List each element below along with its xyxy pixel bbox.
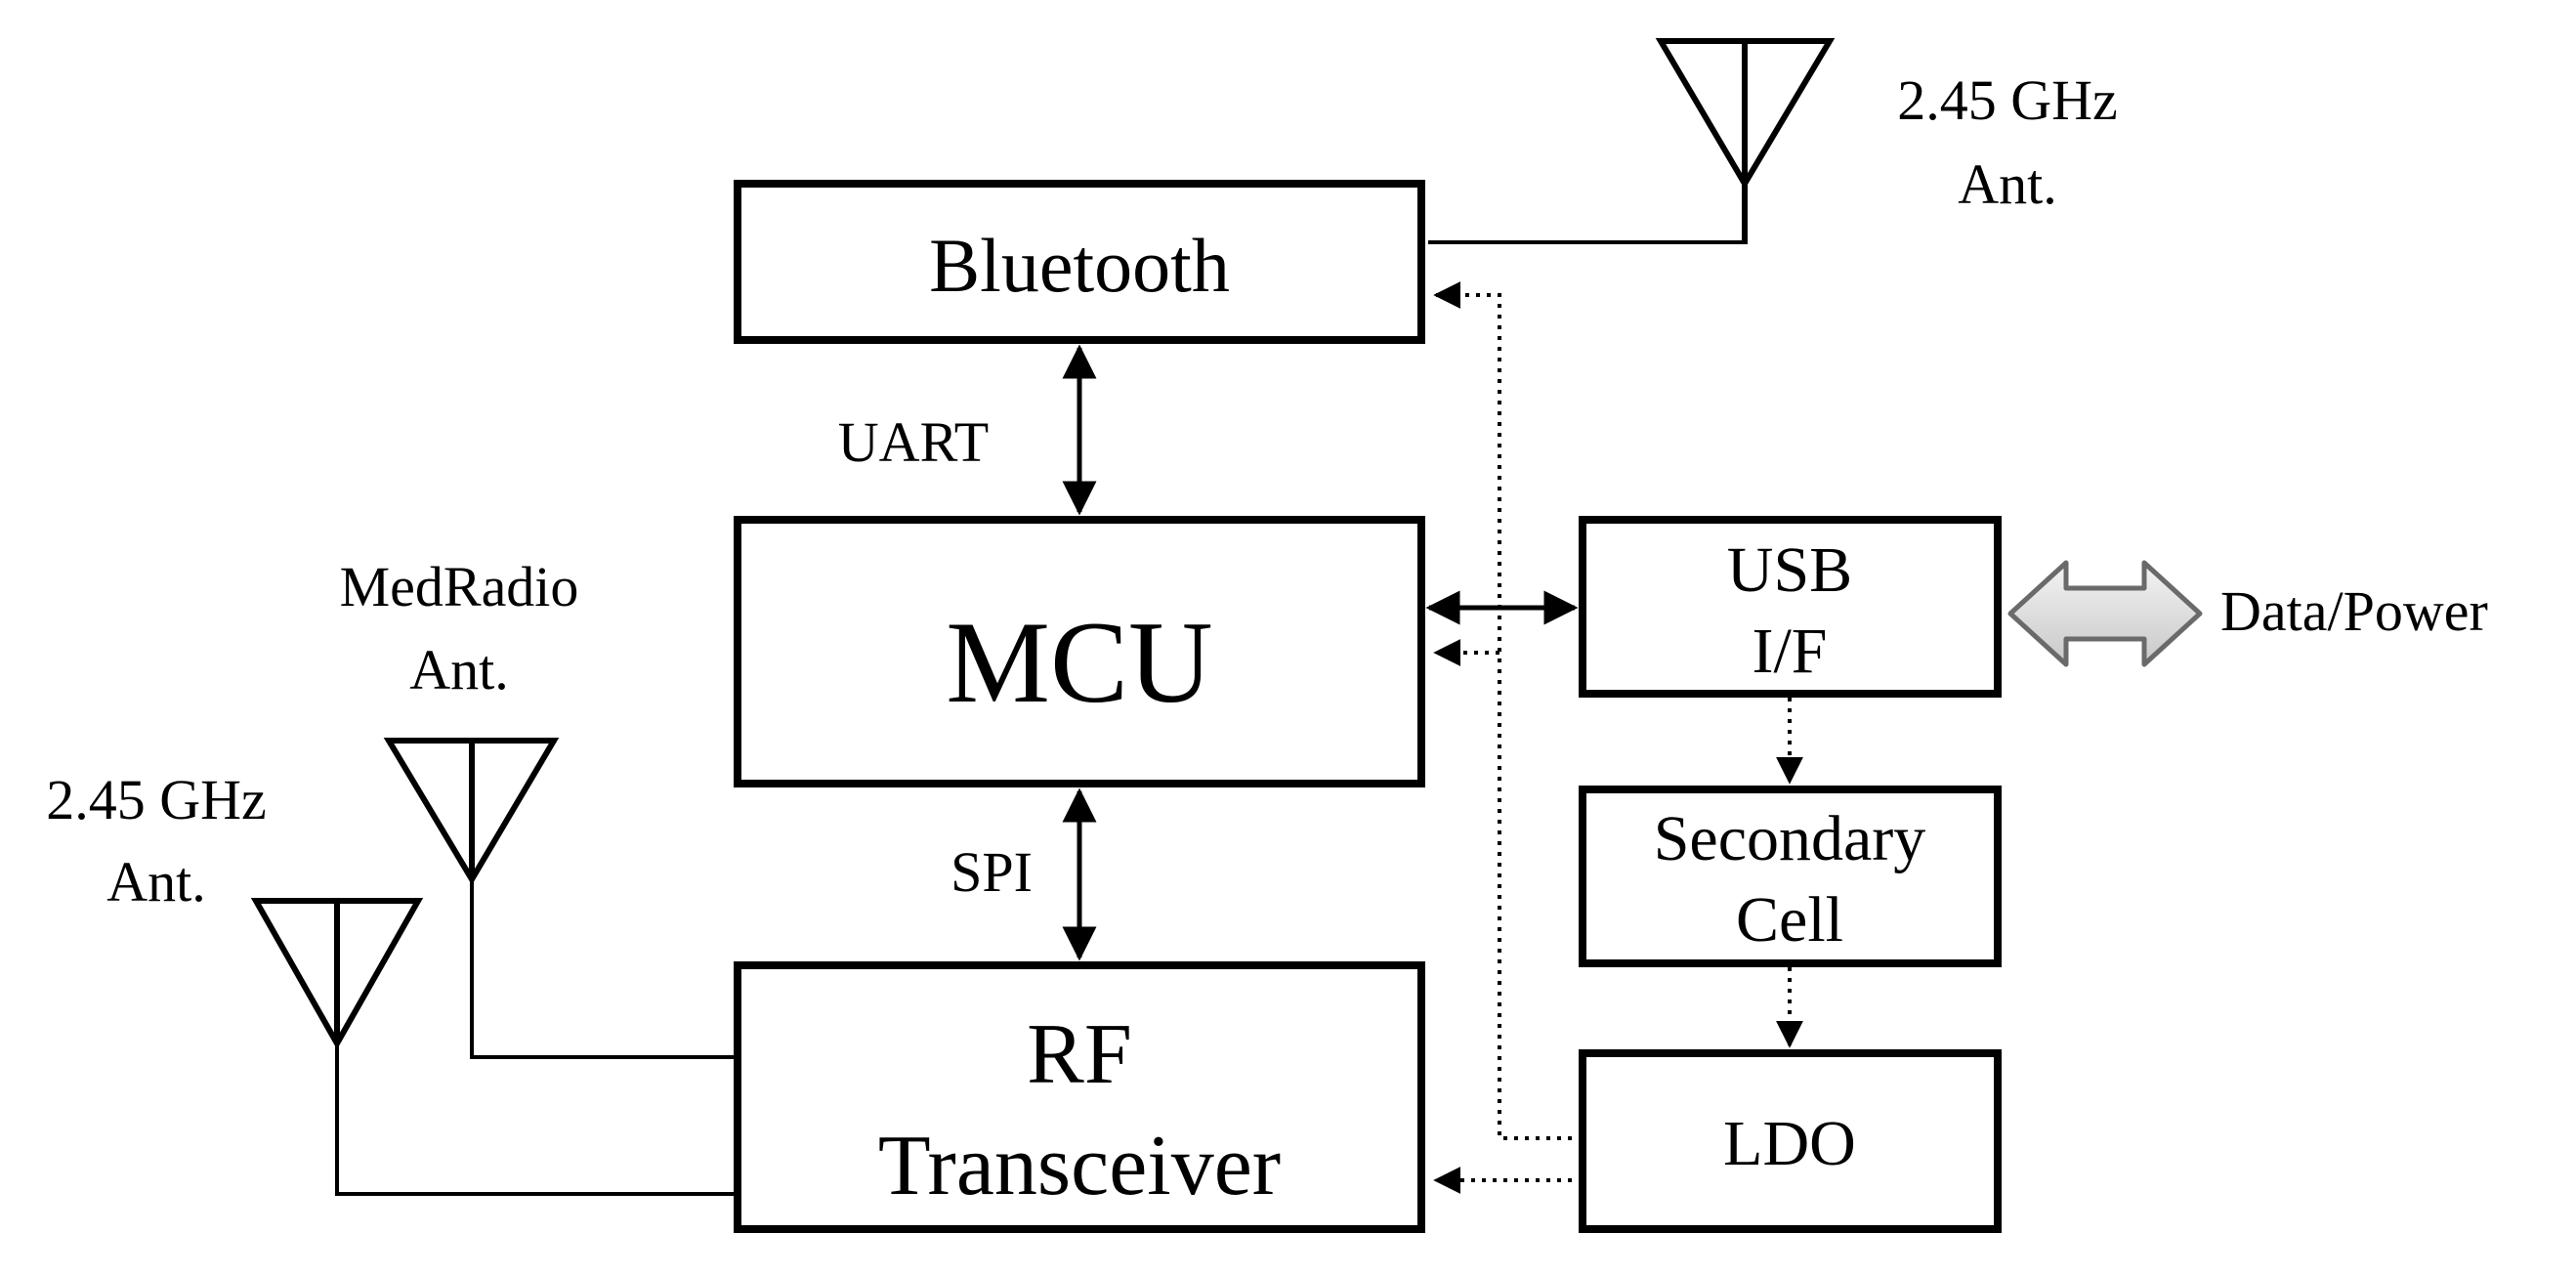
rf-transceiver-block: RF Transceiver	[734, 961, 1425, 1233]
cell-label: Cell	[1736, 884, 1843, 956]
medradio-antenna: MedRadio Ant.	[340, 555, 738, 1059]
secondary-cell-block: Secondary Cell	[1579, 786, 2002, 967]
rf-245ghz-antenna: 2.45 GHz Ant.	[46, 768, 738, 1196]
usb-if-block: USB I/F	[1579, 516, 2002, 698]
data-power-arrow: Data/Power	[2007, 560, 2488, 667]
mcu-label: MCU	[946, 597, 1212, 727]
ldo-block: LDO	[1579, 1049, 2002, 1233]
bluetooth-block: Bluetooth	[734, 180, 1425, 344]
if-label: I/F	[1752, 616, 1827, 687]
mcu-block: MCU	[734, 516, 1425, 787]
spi-link: SPI	[950, 787, 1097, 961]
medradio-antenna-label-1: MedRadio	[340, 555, 579, 618]
data-power-label: Data/Power	[2220, 579, 2488, 643]
rf-antenna-label-1: 2.45 GHz	[46, 768, 267, 831]
secondary-label: Secondary	[1654, 803, 1926, 874]
spi-label: SPI	[950, 840, 1033, 904]
transceiver-label: Transceiver	[878, 1119, 1281, 1213]
rf-antenna-label-2: Ant.	[106, 850, 206, 914]
power-distribution-lines	[1433, 281, 1803, 1194]
bluetooth-label: Bluetooth	[929, 223, 1230, 308]
bt-antenna-label-2: Ant.	[1958, 152, 2057, 216]
ldo-label: LDO	[1723, 1108, 1856, 1179]
uart-label: UART	[838, 410, 989, 474]
bluetooth-antenna: 2.45 GHz Ant.	[1428, 38, 2118, 244]
rf-label: RF	[1027, 1007, 1132, 1102]
medradio-antenna-label-2: Ant.	[409, 638, 509, 702]
bt-antenna-label-1: 2.45 GHz	[1897, 68, 2118, 132]
usb-label: USB	[1727, 534, 1852, 606]
uart-link: UART	[838, 344, 1097, 516]
